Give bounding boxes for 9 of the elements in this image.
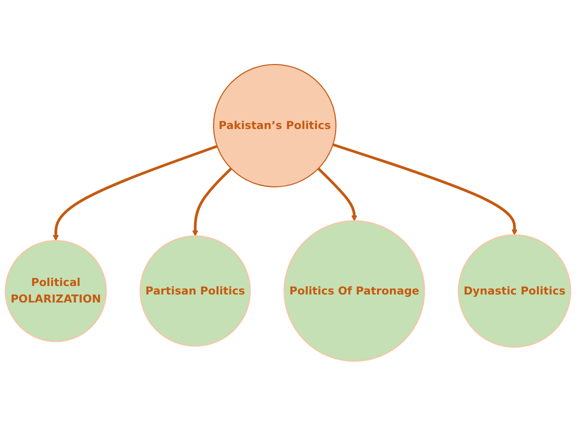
node-circle: Partisan Politics [140, 235, 251, 346]
node-circle: Pakistan’s Politics [213, 64, 336, 188]
node-circle: Politics Of Patronage [284, 220, 426, 362]
arrow [332, 143, 518, 235]
arrow [317, 167, 358, 221]
arrow [192, 167, 232, 236]
arrow [52, 144, 218, 241]
node-circle: Political POLARIZATION [4, 240, 107, 342]
node-circle: Dynastic Politics [458, 234, 572, 348]
